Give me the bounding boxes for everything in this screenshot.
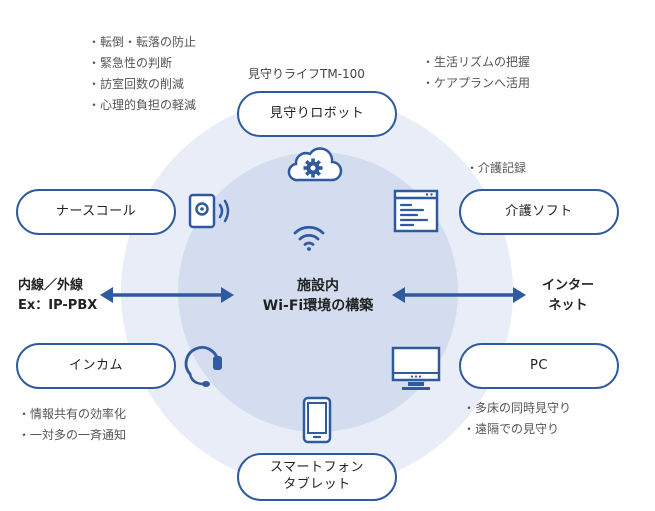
note-item: ・緊急性の判断 bbox=[88, 56, 173, 70]
intercom-label: インカム bbox=[68, 357, 123, 373]
note-item: ・一対多の一斉通知 bbox=[18, 428, 127, 442]
center-title-line1: 施設内 bbox=[297, 278, 339, 294]
center-title: 施設内 Wi-Fi環境の構築 bbox=[230, 276, 406, 316]
robot-data-notes: ・生活リズムの把握 ・ケアプランへ活用 bbox=[422, 52, 530, 94]
right-double-arrow bbox=[392, 287, 526, 303]
extension-line-label: 内線／外線 Ex：IP-PBX bbox=[18, 276, 97, 316]
smartphone-label-line2: タブレット bbox=[283, 477, 351, 492]
intercom-notes: ・情報共有の効率化 ・一対多の一斉通知 bbox=[18, 404, 126, 446]
nurse-call-label: ナースコール bbox=[55, 203, 137, 219]
robot-node-label: 見守りロボット bbox=[269, 105, 365, 121]
pc-label: PC bbox=[530, 357, 548, 373]
wifi-icon bbox=[293, 225, 325, 251]
note-item: ・心理的負担の軽減 bbox=[88, 98, 197, 112]
robot-node: 見守りロボット bbox=[237, 91, 397, 137]
note-item: ・ケアプランへ活用 bbox=[422, 76, 531, 90]
headset-icon bbox=[184, 346, 222, 387]
internet-label: インター ネット bbox=[542, 276, 594, 316]
document-window-icon bbox=[393, 189, 439, 233]
care-software-label: 介護ソフト bbox=[505, 203, 573, 219]
nurse-call-speaker-icon bbox=[188, 193, 230, 229]
internet-label-line1: インター bbox=[542, 278, 595, 293]
care-software-notes: ・介護記録 bbox=[466, 158, 526, 179]
pc-node: PC bbox=[459, 343, 619, 389]
note-item: ・遠隔での見守り bbox=[463, 422, 560, 436]
smartphone-icon bbox=[302, 396, 332, 444]
smartphone-node: スマートフォン タブレット bbox=[237, 453, 397, 501]
robot-benefits-notes: ・転倒・転落の防止 ・緊急性の判断 ・訪室回数の削減 ・心理的負担の軽減 bbox=[88, 32, 196, 116]
smartphone-label-line1: スマートフォン bbox=[269, 460, 365, 476]
note-item: ・転倒・転落の防止 bbox=[88, 35, 197, 49]
note-item: ・情報共有の効率化 bbox=[18, 407, 127, 421]
pc-notes: ・多床の同時見守り ・遠隔での見守り bbox=[463, 398, 571, 440]
note-item: ・多床の同時見守り bbox=[463, 401, 572, 415]
center-title-line2: Wi-Fi環境の構築 bbox=[262, 298, 374, 314]
internet-label-line2: ネット bbox=[548, 298, 588, 313]
robot-product-caption: 見守りライフTM-100 bbox=[248, 67, 365, 81]
monitor-icon bbox=[391, 346, 441, 390]
extension-line-label-line1: 内線／外線 bbox=[18, 278, 84, 293]
note-item: ・訪室回数の削減 bbox=[88, 77, 185, 91]
nurse-call-node: ナースコール bbox=[16, 189, 176, 235]
left-double-arrow bbox=[100, 287, 234, 303]
cloud-gear-icon bbox=[287, 147, 343, 182]
note-item: ・生活リズムの把握 bbox=[422, 55, 531, 69]
extension-line-label-line2: Ex：IP-PBX bbox=[18, 298, 98, 313]
intercom-node: インカム bbox=[16, 343, 176, 389]
care-software-node: 介護ソフト bbox=[459, 189, 619, 235]
note-item: ・介護記録 bbox=[466, 161, 527, 175]
